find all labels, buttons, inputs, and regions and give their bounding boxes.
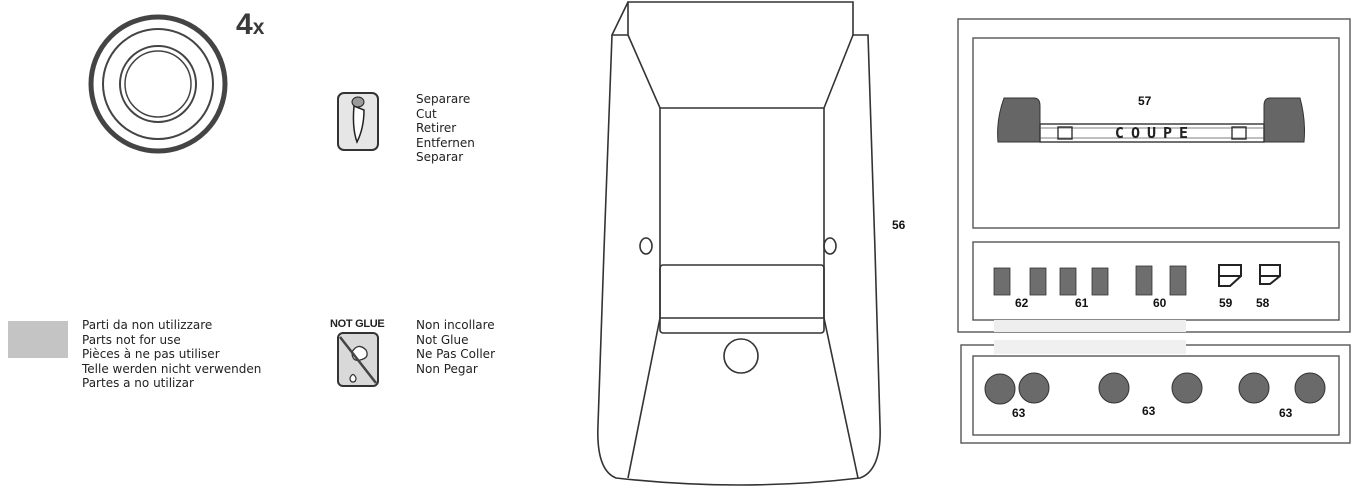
unused-parts-legend: Parti da non utilizzare Parts not for us… [82,318,261,391]
part-number-63-right: 63 [1279,406,1293,420]
unused-legend-line: Parti da non utilizzare [82,318,213,332]
unused-legend-line: Parts not for use [82,332,181,347]
unused-legend-line: Partes a no utilizar [82,376,194,390]
flag-decals [1218,264,1281,287]
cut-legend-line: Cut [416,106,437,121]
cut-legend-line: Retirer [416,121,457,135]
quantity-number: 4 [236,8,253,41]
part-number-61: 61 [1075,296,1089,310]
quantity-suffix: x [252,16,265,39]
quantity-badge: 4x [236,8,264,42]
no-glue-legend-line: Ne Pas Coller [416,347,495,361]
no-glue-legend: Non incollare Not Glue Ne Pas Coller Non… [416,318,495,376]
no-glue-legend-line: Non incollare [416,318,495,332]
part-number-57: 57 [1138,94,1152,108]
unused-area [994,320,1186,354]
cut-legend: Separare Cut Retirer Entfernen Separar [416,92,475,165]
part-number-59: 59 [1219,296,1233,310]
unused-parts-swatch [8,321,68,358]
cut-legend-line: Separare [416,92,471,106]
part-number-56: 56 [892,218,906,232]
cut-legend-line: Separar [416,150,464,164]
unused-legend-line: Telle werden nicht verwenden [82,361,262,376]
knife-icon [337,92,379,151]
body-part-56 [597,1,881,486]
tyre-icon [88,14,228,154]
round-decals-63 [984,372,1326,405]
part-number-63-left: 63 [1012,406,1026,420]
part-number-58: 58 [1256,296,1270,310]
not-glue-badge: NOT GLUE [330,318,385,330]
part-number-60: 60 [1153,296,1167,310]
no-glue-legend-line: Non Pegar [416,361,478,376]
decal-sheet [957,18,1351,444]
no-glue-icon [337,332,379,387]
no-glue-legend-line: Not Glue [416,332,469,347]
decal-coupe-text: COUPE [1114,124,1196,142]
small-decals [993,265,1187,296]
unused-legend-line: Pièces à ne pas utiliser [82,347,220,361]
part-number-62: 62 [1015,296,1029,310]
decal-57 [997,97,1305,143]
part-number-63-center: 63 [1142,404,1156,418]
cut-legend-line: Entfernen [416,135,475,150]
